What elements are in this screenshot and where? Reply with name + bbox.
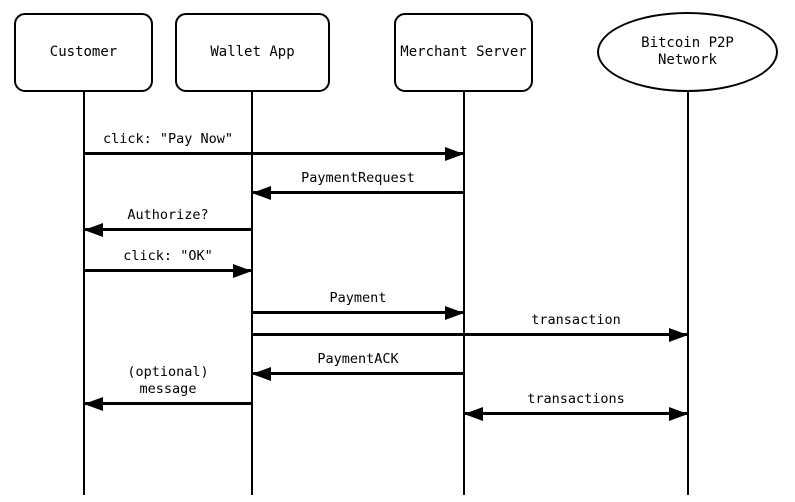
- message-transactions-line: [464, 412, 688, 415]
- message-transactions-arrowhead-right: [669, 407, 688, 421]
- message-transaction-arrowhead-right: [669, 328, 688, 342]
- message-optional-message-label: (optional) message: [127, 364, 209, 397]
- participant-customer: Customer: [14, 13, 153, 92]
- lifeline-merchant: [463, 90, 465, 495]
- message-optional-message-arrowhead-left: [84, 397, 103, 411]
- participant-label-customer: Customer: [49, 44, 118, 60]
- participant-label-bitcoin: Bitcoin P2P Network: [641, 35, 734, 68]
- message-paymentrequest-line: [252, 191, 464, 194]
- message-transaction-line: [252, 333, 688, 336]
- participant-label-wallet: Wallet App: [210, 44, 295, 60]
- lifeline-customer: [83, 90, 85, 495]
- message-paymentrequest-label: PaymentRequest: [301, 170, 415, 186]
- message-paymentack-label: PaymentACK: [317, 351, 399, 367]
- message-payment-label: Payment: [329, 290, 387, 306]
- message-authorize-label: Authorize?: [127, 207, 209, 223]
- participant-merchant: Merchant Server: [394, 13, 533, 92]
- message-paymentack-line: [252, 372, 464, 375]
- lifeline-wallet: [251, 90, 253, 495]
- participant-bitcoin: Bitcoin P2P Network: [597, 12, 778, 92]
- message-click-pay-now-arrowhead-right: [445, 147, 464, 161]
- message-click-ok-line: [84, 269, 252, 272]
- message-click-pay-now-label: click: "Pay Now": [102, 131, 234, 147]
- message-transaction-label: transaction: [531, 312, 621, 328]
- lifeline-bitcoin: [687, 90, 689, 495]
- message-payment-arrowhead-right: [445, 306, 464, 320]
- message-authorize-line: [84, 228, 252, 231]
- message-transactions-arrowhead-left: [464, 407, 483, 421]
- message-optional-message-line: [84, 402, 252, 405]
- message-payment-line: [252, 311, 464, 314]
- message-paymentrequest-arrowhead-left: [252, 186, 271, 200]
- participant-wallet: Wallet App: [175, 13, 330, 92]
- message-click-pay-now-line: [84, 152, 464, 155]
- message-click-ok-label: click: "OK": [123, 248, 213, 264]
- message-paymentack-arrowhead-left: [252, 367, 271, 381]
- participant-label-merchant: Merchant Server: [400, 44, 527, 60]
- message-transactions-label: transactions: [527, 391, 625, 407]
- message-authorize-arrowhead-left: [84, 223, 103, 237]
- message-click-ok-arrowhead-right: [233, 264, 252, 278]
